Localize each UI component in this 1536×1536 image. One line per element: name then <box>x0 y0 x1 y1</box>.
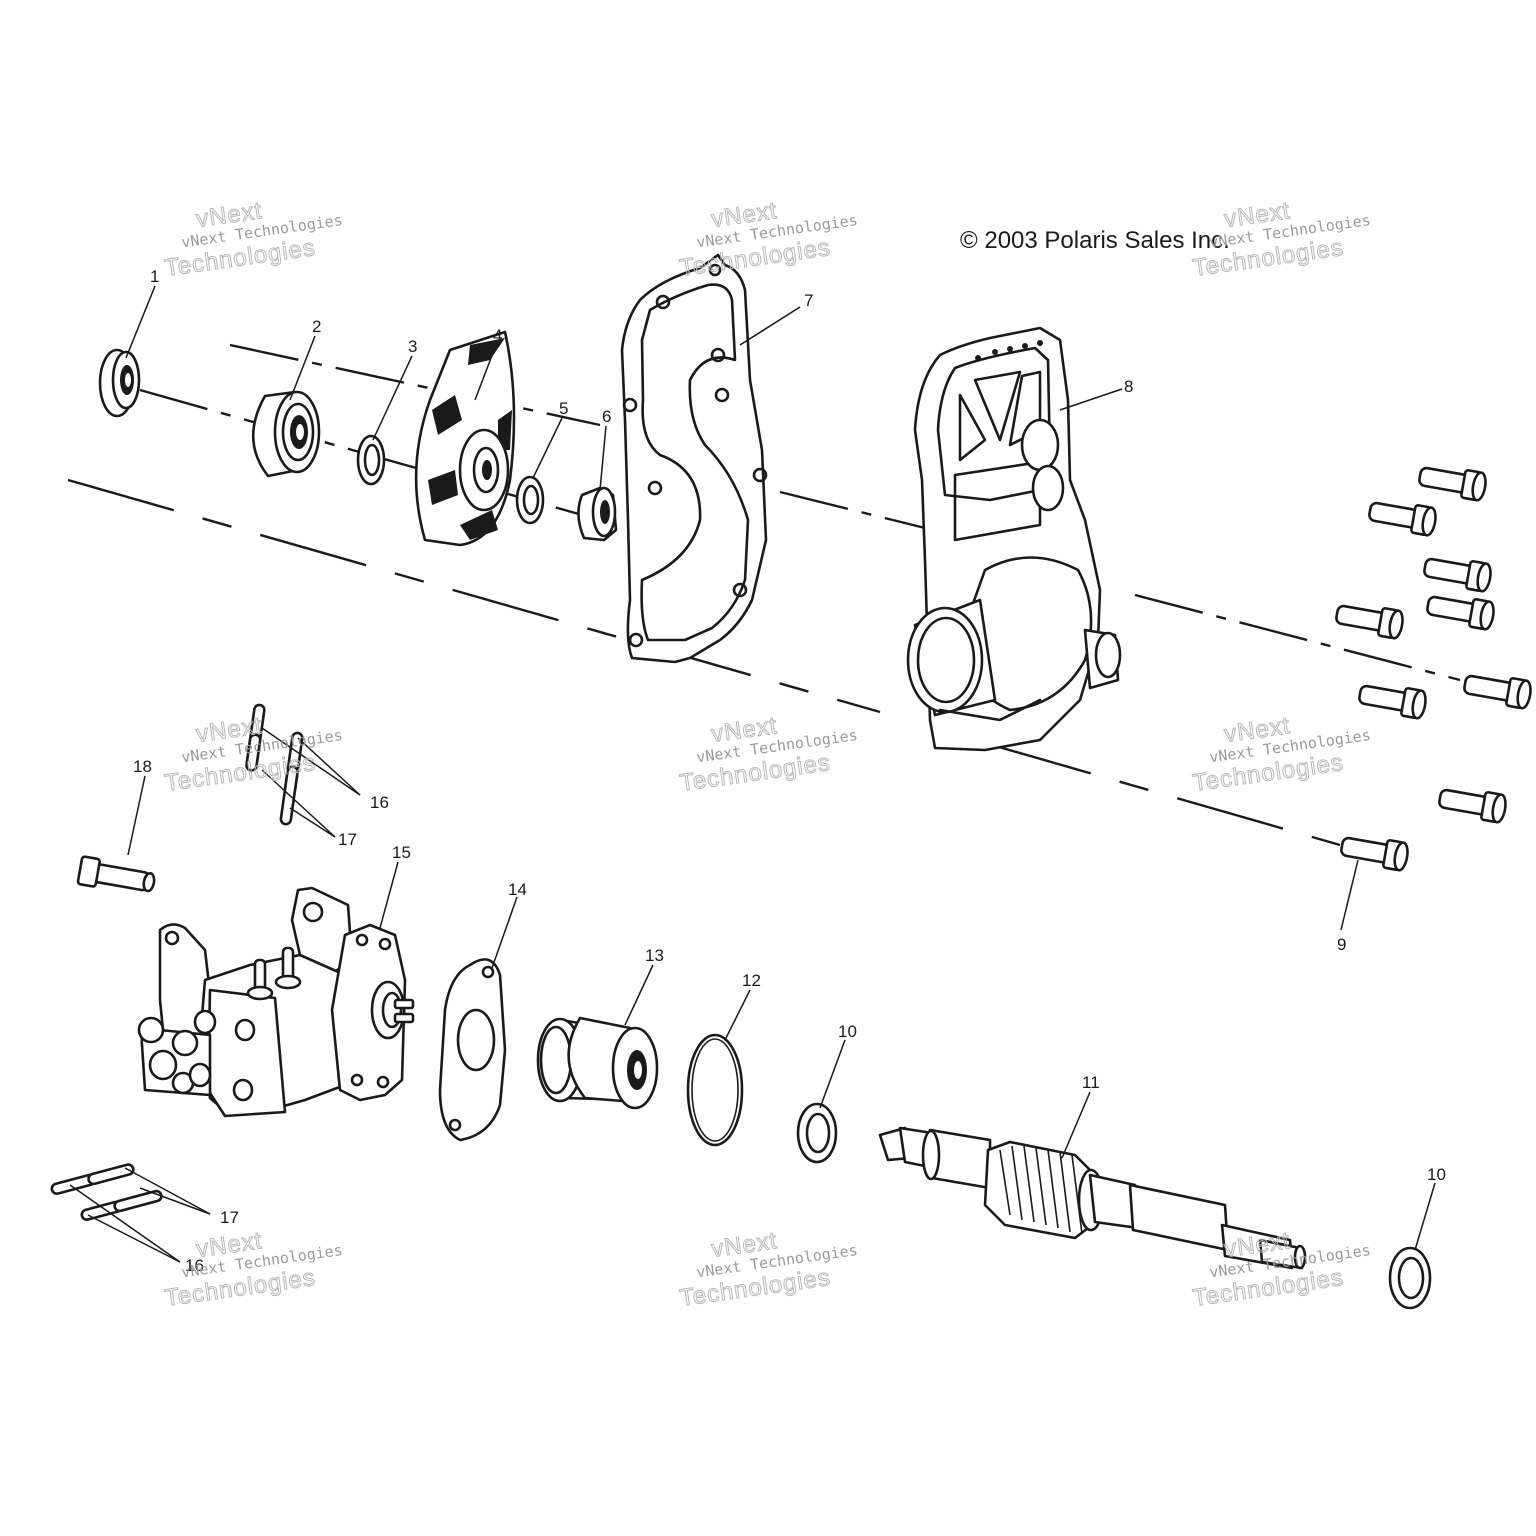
nut-part <box>577 486 618 542</box>
watermark-2: vNext vNext Technologies Technologies <box>678 197 859 283</box>
callout-17-b: 17 <box>220 1208 239 1227</box>
callout-16-a: 16 <box>370 793 389 812</box>
callout-13: 13 <box>645 946 664 965</box>
callout-15: 15 <box>392 843 411 862</box>
callout-5: 5 <box>559 399 568 418</box>
callout-7: 7 <box>804 291 813 310</box>
callout-16-b: 16 <box>185 1256 204 1275</box>
callout-8: 8 <box>1124 377 1133 396</box>
watermark-5: vNext vNext Technologies Technologies <box>678 712 859 798</box>
bearing-part <box>251 390 321 478</box>
callout-numbers: 1 2 3 4 5 6 7 8 9 10 10 11 12 13 14 15 1… <box>133 267 1446 1275</box>
seal-part <box>98 348 141 418</box>
callout-17-a: 17 <box>338 830 357 849</box>
watermark-4: vNext vNext Technologies Technologies <box>163 712 344 798</box>
pins-lower <box>50 1163 163 1222</box>
callout-10-b: 10 <box>1427 1165 1446 1184</box>
watermark-7: vNext vNext Technologies Technologies <box>163 1227 344 1313</box>
watermark-6: vNext vNext Technologies Technologies <box>1191 712 1372 798</box>
callout-2: 2 <box>312 317 321 336</box>
callout-1: 1 <box>150 267 159 286</box>
callout-9: 9 <box>1337 935 1346 954</box>
gasket-part-7 <box>620 253 768 664</box>
bolt-part-18 <box>76 855 156 893</box>
callout-12: 12 <box>742 971 761 990</box>
callout-3: 3 <box>408 337 417 356</box>
callout-4: 4 <box>493 326 502 345</box>
o-ring-part <box>686 1033 744 1147</box>
callout-leaders <box>69 285 1436 1263</box>
drive-shaft-part <box>878 1126 1307 1270</box>
washer-part-5 <box>515 475 545 525</box>
impeller-part <box>414 330 516 547</box>
bolts-part-9 <box>1335 466 1532 872</box>
callout-14: 14 <box>508 880 527 899</box>
pump-cover-part <box>906 326 1122 752</box>
bushing-part <box>536 1016 659 1110</box>
oil-pump-part <box>137 886 415 1118</box>
washer-part-3 <box>356 434 386 486</box>
gasket-part-14 <box>438 958 507 1142</box>
callout-11: 11 <box>1082 1073 1100 1092</box>
callout-18: 18 <box>133 757 152 776</box>
watermark-3: vNext vNext Technologies Technologies <box>1191 197 1372 283</box>
washer-part-10-b <box>1388 1246 1432 1310</box>
callout-6: 6 <box>602 407 611 426</box>
copyright-text: © 2003 Polaris Sales Inc. <box>960 227 1230 254</box>
callout-10-a: 10 <box>838 1022 857 1041</box>
washer-part-10-a <box>796 1102 838 1164</box>
watermark-8: vNext vNext Technologies Technologies <box>678 1227 859 1313</box>
watermark-1: vNext vNext Technologies Technologies <box>163 197 344 283</box>
